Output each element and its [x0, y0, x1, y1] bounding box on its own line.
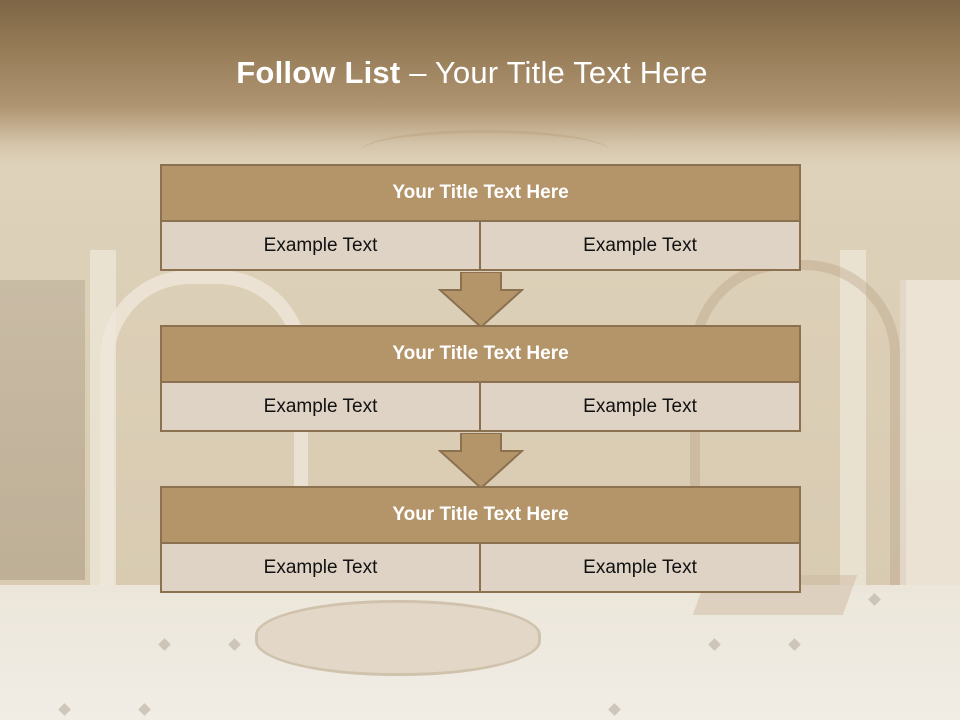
- list-block-left-text: Example Text: [160, 544, 481, 593]
- list-block-1: Your Title Text Here Example Text Exampl…: [160, 164, 801, 271]
- title-band: [0, 0, 960, 165]
- list-block-right-text: Example Text: [481, 383, 801, 432]
- list-block-title: Your Title Text Here: [160, 486, 801, 544]
- list-block-2: Your Title Text Here Example Text Exampl…: [160, 325, 801, 432]
- list-block-3: Your Title Text Here Example Text Exampl…: [160, 486, 801, 593]
- list-block-left-text: Example Text: [160, 383, 481, 432]
- list-block-right-text: Example Text: [481, 544, 801, 593]
- background-cabinet: [0, 280, 85, 580]
- page-title-bold: Follow List: [236, 55, 401, 90]
- background-stair-base: [255, 600, 541, 676]
- list-block-left-text: Example Text: [160, 222, 481, 271]
- page-title: Follow List – Your Title Text Here: [0, 55, 944, 91]
- list-block-right-text: Example Text: [481, 222, 801, 271]
- down-arrow-icon: [438, 433, 524, 489]
- list-block-title: Your Title Text Here: [160, 164, 801, 222]
- down-arrow-icon: [438, 272, 524, 328]
- list-block-title: Your Title Text Here: [160, 325, 801, 383]
- background-column: [90, 250, 116, 590]
- background-door: [900, 280, 960, 590]
- page-title-rest: – Your Title Text Here: [400, 55, 708, 90]
